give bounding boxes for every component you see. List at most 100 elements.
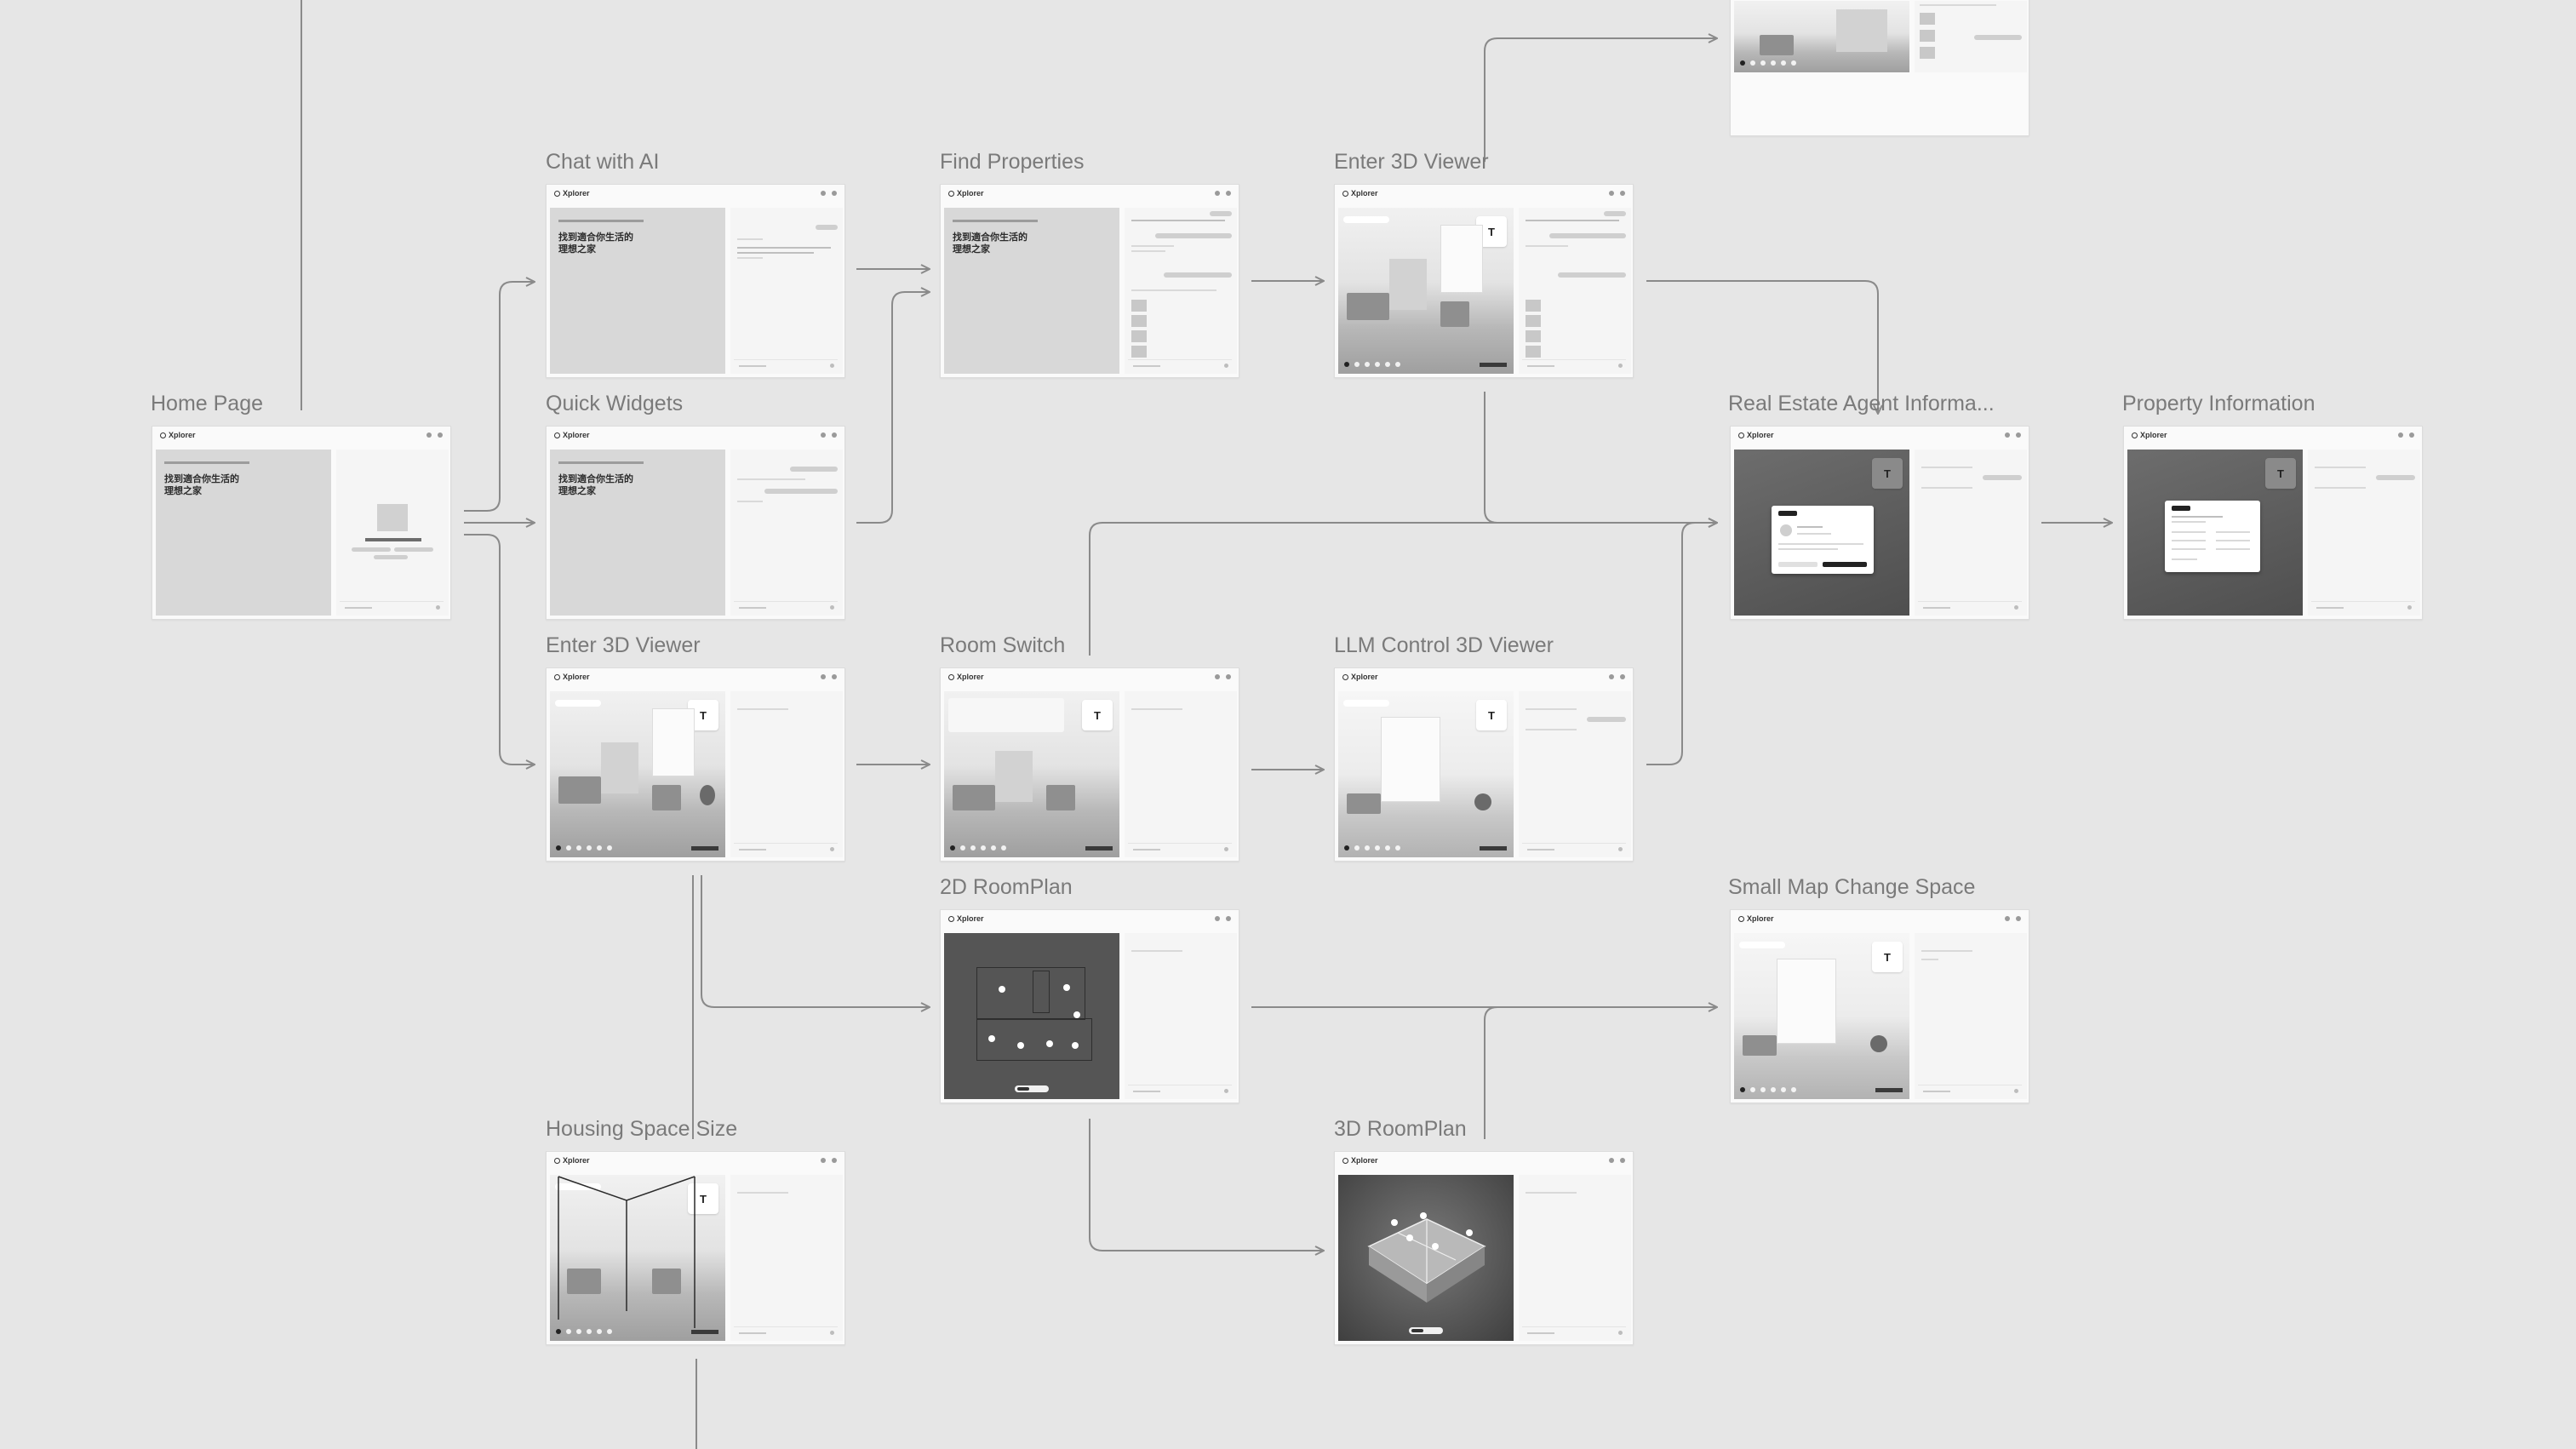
property-thumb[interactable] xyxy=(1131,330,1147,342)
filter-icon[interactable]: T xyxy=(1476,700,1507,730)
filter-icon[interactable]: T xyxy=(688,1183,718,1214)
frame-small-map-change-space[interactable]: Xplorer T xyxy=(1730,909,2029,1103)
filter-icon[interactable]: T xyxy=(1872,942,1903,972)
plan-hotspot[interactable] xyxy=(1063,984,1070,991)
room-dots[interactable] xyxy=(556,845,612,850)
chat-input[interactable] xyxy=(340,601,444,612)
chat-input[interactable] xyxy=(1918,601,2022,612)
user-icon[interactable] xyxy=(1620,1158,1625,1163)
suggestion-chip[interactable] xyxy=(394,547,433,552)
suggestion-chip[interactable] xyxy=(352,547,391,552)
chat-input[interactable] xyxy=(734,359,838,370)
frame-top-partial[interactable] xyxy=(1730,0,2029,136)
chat-input[interactable] xyxy=(1128,359,1232,370)
plan-hotspot[interactable] xyxy=(1073,1011,1080,1018)
globe-icon[interactable] xyxy=(821,674,826,679)
room-dots[interactable] xyxy=(950,845,1006,850)
frame-enter-3d-viewer-chat[interactable]: Xplorer T xyxy=(1334,184,1634,378)
viewer-3d-scene[interactable]: T xyxy=(944,691,1119,857)
call-agent-button[interactable] xyxy=(1778,562,1818,567)
viewer-3d-scene[interactable]: T xyxy=(1734,933,1909,1099)
user-icon[interactable] xyxy=(1620,674,1625,679)
plan-hotspot[interactable] xyxy=(1466,1229,1473,1236)
agent-info-card[interactable] xyxy=(1772,506,1874,574)
property-thumb[interactable] xyxy=(1131,300,1147,312)
user-icon[interactable] xyxy=(832,432,837,438)
property-thumb[interactable] xyxy=(1526,315,1541,327)
user-icon[interactable] xyxy=(1226,674,1231,679)
globe-icon[interactable] xyxy=(426,432,432,438)
room-dots[interactable] xyxy=(1344,362,1400,367)
user-icon[interactable] xyxy=(2016,432,2021,438)
filter-icon[interactable]: T xyxy=(1082,700,1113,730)
property-thumb[interactable] xyxy=(1526,346,1541,358)
view-switch-pill[interactable] xyxy=(1739,942,1785,948)
frame-home-page[interactable]: Xplorer 找到適合你生活的 理想之家 xyxy=(152,426,451,620)
property-thumb[interactable] xyxy=(1526,330,1541,342)
chat-input[interactable] xyxy=(734,1326,838,1337)
globe-icon[interactable] xyxy=(821,1158,826,1163)
suggestion-chip[interactable] xyxy=(374,555,408,559)
user-icon[interactable] xyxy=(438,432,443,438)
plan-hotspot[interactable] xyxy=(1432,1243,1439,1250)
globe-icon[interactable] xyxy=(821,191,826,196)
chat-input[interactable] xyxy=(1918,1085,2022,1096)
user-icon[interactable] xyxy=(2409,432,2414,438)
plan-hotspot[interactable] xyxy=(1072,1042,1079,1049)
chat-input[interactable] xyxy=(1128,1085,1232,1096)
plan-hotspot[interactable] xyxy=(1046,1040,1053,1047)
user-icon[interactable] xyxy=(832,1158,837,1163)
property-info-card[interactable] xyxy=(2165,501,2260,572)
user-icon[interactable] xyxy=(1226,916,1231,921)
globe-icon[interactable] xyxy=(1215,191,1220,196)
chat-input[interactable] xyxy=(1128,843,1232,854)
viewer-3d-scene[interactable]: T xyxy=(550,691,725,857)
plan-hotspot[interactable] xyxy=(1017,1042,1024,1049)
frame-find-properties[interactable]: Xplorer 找到適合你生活的 理想之家 xyxy=(940,184,1239,378)
room-dots[interactable] xyxy=(1740,1087,1796,1092)
frame-2d-roomplan[interactable]: Xplorer xyxy=(940,909,1239,1103)
globe-icon[interactable] xyxy=(1609,1158,1614,1163)
chat-input[interactable] xyxy=(734,601,838,612)
frame-quick-widgets[interactable]: Xplorer 找到適合你生活的 理想之家 xyxy=(546,426,845,620)
contact-agent-button[interactable] xyxy=(1823,562,1867,567)
plan-hotspot[interactable] xyxy=(1391,1219,1398,1226)
frame-llm-control-3d-viewer[interactable]: Xplorer T xyxy=(1334,667,1634,862)
chat-input[interactable] xyxy=(2311,601,2415,612)
view-switch-pill[interactable] xyxy=(555,700,601,707)
chat-input[interactable] xyxy=(1522,359,1626,370)
globe-icon[interactable] xyxy=(821,432,826,438)
plan-hotspot[interactable] xyxy=(988,1035,995,1042)
chat-input[interactable] xyxy=(734,843,838,854)
room-dots[interactable] xyxy=(1344,845,1400,850)
filter-icon[interactable]: T xyxy=(1872,458,1903,489)
room-dots[interactable] xyxy=(556,1329,612,1334)
user-icon[interactable] xyxy=(832,674,837,679)
globe-icon[interactable] xyxy=(2005,916,2010,921)
globe-icon[interactable] xyxy=(2005,432,2010,438)
widget-chip[interactable] xyxy=(764,489,838,494)
chat-input[interactable] xyxy=(1522,1326,1626,1337)
chat-input[interactable] xyxy=(1522,843,1626,854)
view-switch-pill[interactable] xyxy=(555,1183,601,1190)
plan-hotspot[interactable] xyxy=(1406,1234,1413,1241)
property-thumb[interactable] xyxy=(1526,300,1541,312)
globe-icon[interactable] xyxy=(2398,432,2403,438)
frame-enter-3d-viewer[interactable]: Xplorer T xyxy=(546,667,845,862)
property-thumb[interactable] xyxy=(1131,346,1147,358)
frame-room-switch[interactable]: Xplorer T xyxy=(940,667,1239,862)
property-thumb[interactable] xyxy=(1131,315,1147,327)
user-icon[interactable] xyxy=(1620,191,1625,196)
frame-chat-with-ai[interactable]: Xplorer 找到適合你生活的 理想之家 xyxy=(546,184,845,378)
user-icon[interactable] xyxy=(1226,191,1231,196)
plan-hotspot[interactable] xyxy=(999,986,1005,993)
viewer-3d-scene[interactable]: T xyxy=(1338,208,1514,374)
view-switch-pill[interactable] xyxy=(1343,216,1389,223)
frame-3d-roomplan[interactable]: Xplorer xyxy=(1334,1151,1634,1345)
globe-icon[interactable] xyxy=(1215,916,1220,921)
user-icon[interactable] xyxy=(2016,916,2021,921)
view-mode-toggle[interactable] xyxy=(1409,1327,1443,1334)
globe-icon[interactable] xyxy=(1215,674,1220,679)
frame-housing-space-size[interactable]: Xplorer T xyxy=(546,1151,845,1345)
view-switch-pill[interactable] xyxy=(1343,700,1389,707)
